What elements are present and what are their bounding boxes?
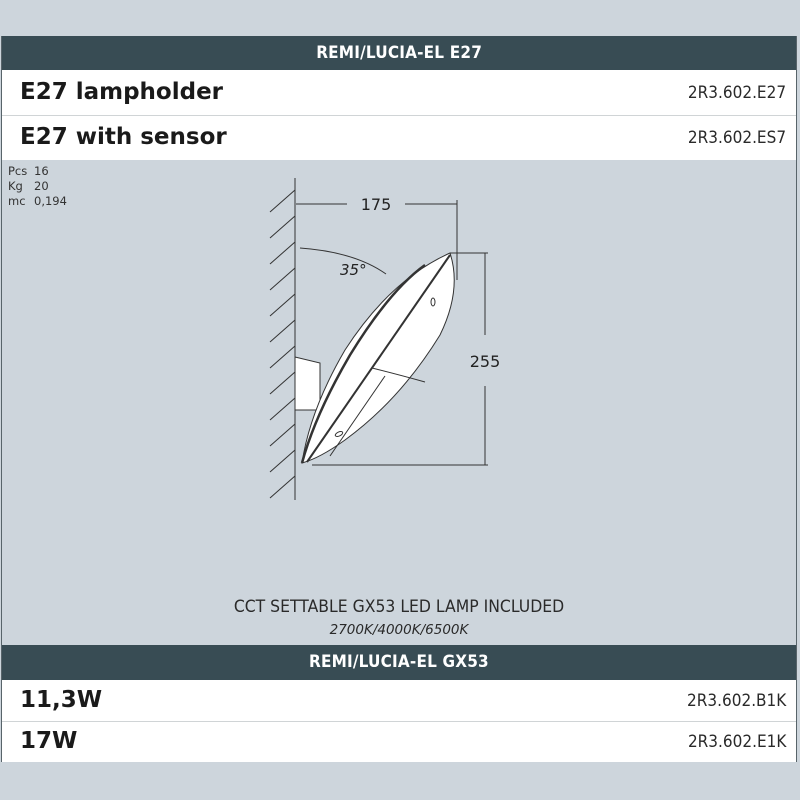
width-label: 175 [361,195,392,214]
width-dimension [296,200,458,280]
table-row-e27-lampholder: E27 lampholder 2R3.602.E27 [2,70,796,116]
angle-label: 35° [340,261,367,279]
height-label: 255 [470,352,501,371]
table-row-17w: 17W 2R3.602.E1K [2,722,796,762]
product-sheet: REMI/LUCIA-EL E27 E27 lampholder 2R3.602… [1,36,797,762]
luminaire-body [300,252,455,464]
height-dimension [312,252,488,466]
section-header-e27: REMI/LUCIA-EL E27 [2,36,796,70]
note-cct-values: 2700K/4000K/6500K [329,622,469,638]
table-row-11w: 11,3W 2R3.602.B1K [2,680,796,722]
technical-drawing: 175 35° 255 [269,178,501,500]
section-title-e27: REMI/LUCIA-EL E27 [316,43,482,63]
angle-arc [299,247,387,275]
product-code: 2R3.602.E1K [687,732,786,752]
product-code: 2R3.602.E27 [687,83,786,103]
product-name: E27 lampholder [20,79,224,105]
product-code: 2R3.602.B1K [686,691,786,711]
product-code: 2R3.602.ES7 [687,128,786,148]
section-title-gx53: REMI/LUCIA-EL GX53 [309,652,489,672]
wall-hatching [269,178,296,500]
wall-bracket [294,356,321,411]
table-row-e27-sensor: E27 with sensor 2R3.602.ES7 [2,116,796,160]
note-lamp-included: CCT SETTABLE GX53 LED LAMP INCLUDED [233,597,565,617]
section-header-gx53: REMI/LUCIA-EL GX53 [2,645,796,680]
product-name: E27 with sensor [20,124,227,150]
product-name: 17W [20,728,78,754]
product-name: 11,3W [20,687,103,713]
